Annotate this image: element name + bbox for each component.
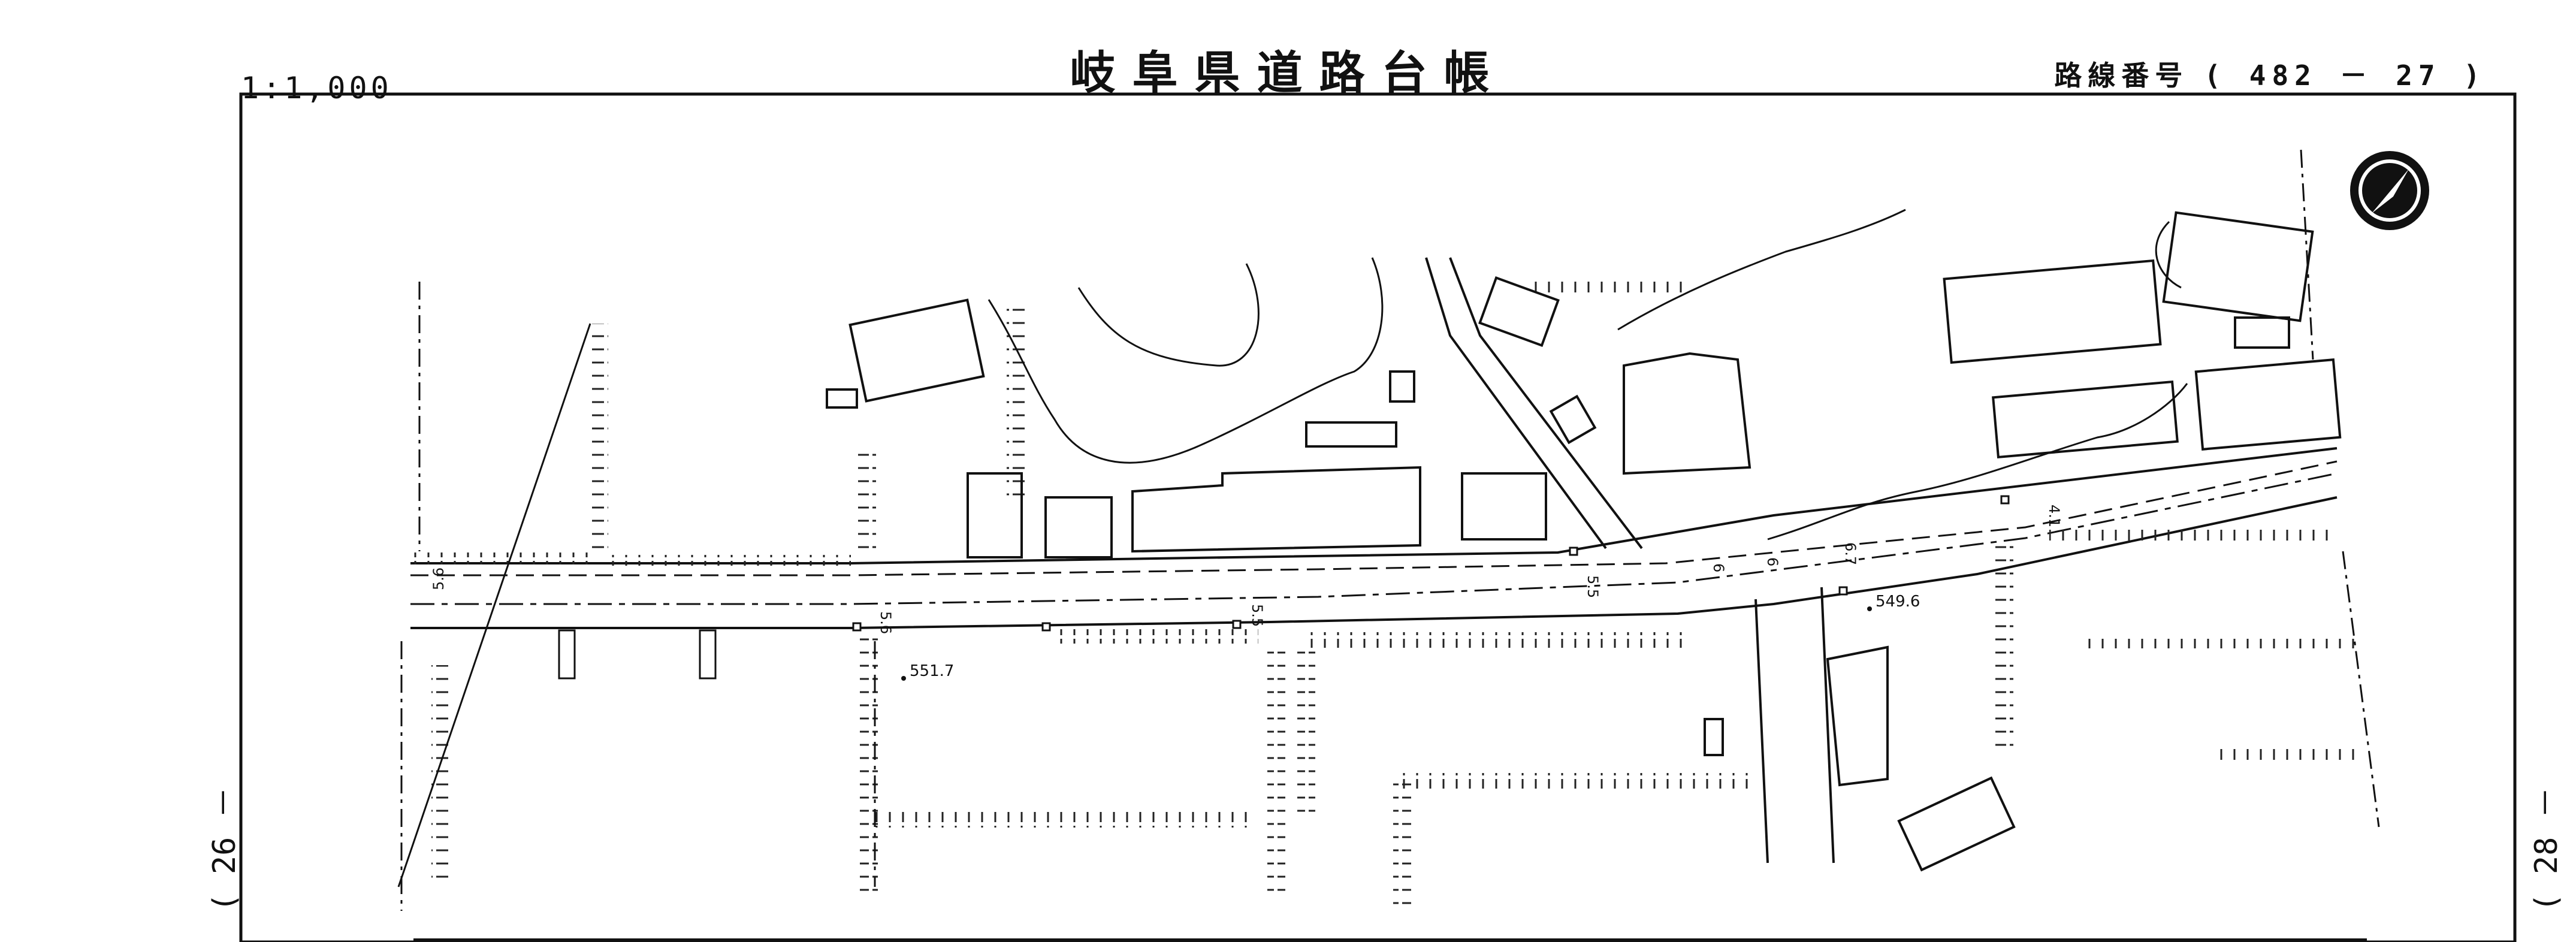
scale-label: 1:1,000 [241, 71, 392, 105]
map-title: 岐阜県道路台帳 [1070, 46, 1506, 99]
terrain-contours [987, 209, 2188, 541]
elevation-label-2: 549.6 [1876, 593, 1920, 611]
road-width-3: 5.5 [1249, 604, 1266, 627]
buildings [826, 211, 2342, 872]
road-width-2: 5.6 [877, 611, 894, 634]
elevation-point-2 [1867, 606, 1872, 611]
property-boundaries [400, 149, 2380, 911]
boundary-line [397, 323, 591, 887]
elevation-point-1 [901, 676, 906, 681]
elevation-label-1: 551.7 [910, 662, 954, 680]
road-width-7: 6.7 [1842, 542, 1859, 565]
route-number: ( 482 － 27 ) [2204, 59, 2486, 92]
road-markers [558, 495, 2010, 680]
road-width-4: 5.5 [1584, 575, 1601, 598]
road-width-1: 5.6 [430, 567, 447, 590]
route-number-label: 路線番号 ( 482 － 27 ) [2054, 54, 2486, 93]
road-width-8: 4.1 [2046, 505, 2062, 527]
side-road-lower [1754, 587, 1835, 864]
road-width-6: 6 [1764, 557, 1781, 566]
route-label: 路線番号 [2054, 59, 2189, 92]
slope-hatching [413, 282, 2361, 911]
side-road-upper [1425, 257, 1643, 550]
road-width-5: 6 [1710, 563, 1727, 572]
map-frame [239, 92, 2517, 942]
north-arrow-icon [2350, 151, 2429, 230]
main-road [410, 447, 2338, 629]
